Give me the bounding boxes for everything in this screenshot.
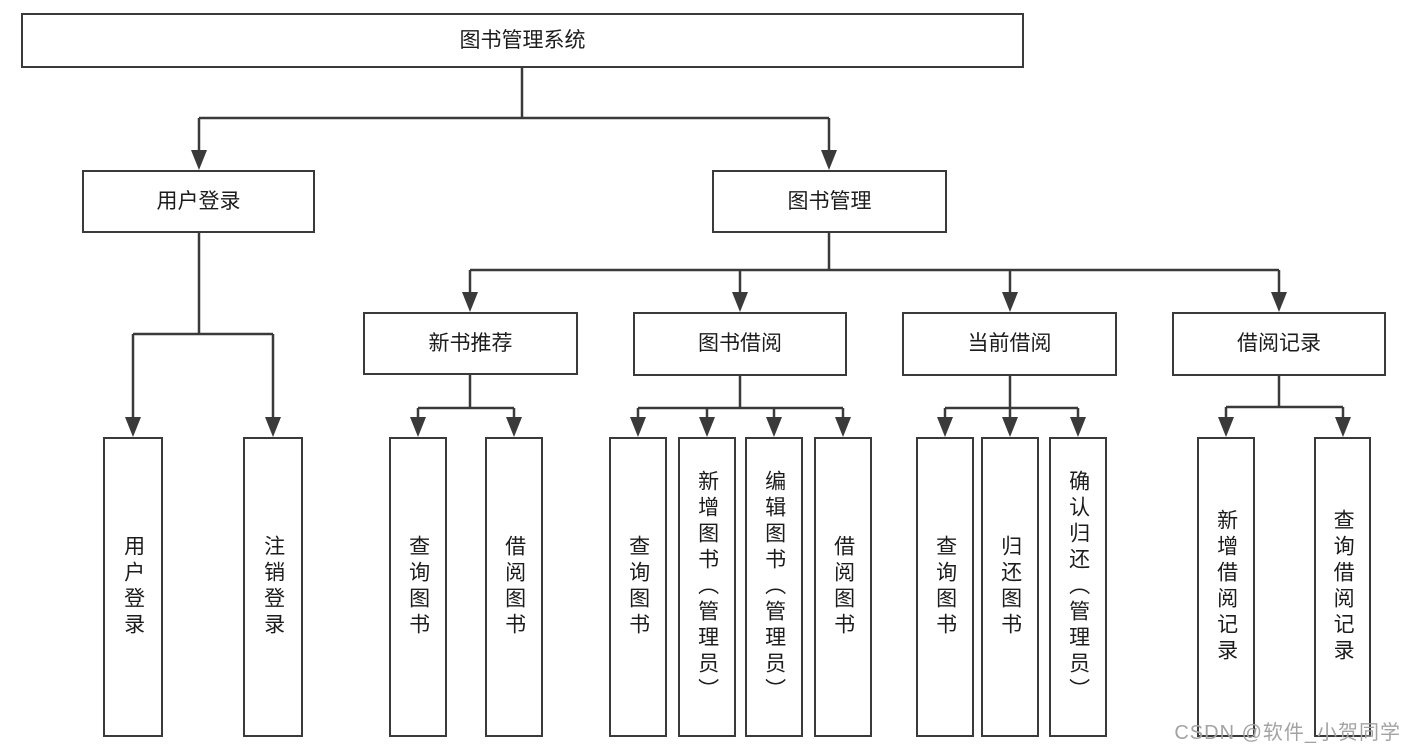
leaf-borrow-books-borrowing-label: 借阅图书 (831, 535, 855, 639)
leaf-user-login: 用户登录 (103, 437, 163, 737)
leaf-logout: 注销登录 (243, 437, 303, 737)
connector-arrowheads (125, 150, 1351, 437)
leaf-query-borrow-record-label: 查询借阅记录 (1331, 509, 1355, 665)
leaf-borrow-books-recommend-label: 借阅图书 (502, 535, 526, 639)
leaf-add-borrow-record: 新增借阅记录 (1197, 437, 1255, 737)
leaf-confirm-return-admin: 确认归还（管理员） (1049, 437, 1107, 737)
node-root: 图书管理系统 (21, 13, 1024, 68)
csdn-watermark: CSDN @软件_小贺同学 (1174, 722, 1401, 744)
leaf-logout-label: 注销登录 (261, 535, 285, 639)
node-new-book-recommend-label: 新书推荐 (428, 331, 513, 355)
leaf-query-borrow-record: 查询借阅记录 (1314, 437, 1371, 737)
node-borrow-records-label: 借阅记录 (1237, 332, 1321, 356)
node-root-label: 图书管理系统 (459, 28, 586, 52)
leaf-return-books-label: 归还图书 (998, 535, 1022, 639)
leaf-query-books-recommend: 查询图书 (389, 437, 447, 737)
node-user-login: 用户登录 (82, 170, 315, 233)
leaf-query-books-recommend-label: 查询图书 (406, 535, 430, 639)
node-user-login-label: 用户登录 (156, 189, 241, 213)
leaf-return-books: 归还图书 (981, 437, 1039, 737)
leaf-user-login-label: 用户登录 (121, 535, 145, 639)
node-book-borrowing: 图书借阅 (633, 312, 847, 376)
leaf-add-book-admin: 新增图书（管理员） (678, 437, 736, 737)
leaf-edit-book-admin: 编辑图书（管理员） (745, 437, 803, 737)
leaf-borrow-books-recommend: 借阅图书 (485, 437, 543, 737)
leaf-add-book-admin-label: 新增图书（管理员） (695, 470, 719, 704)
leaf-query-books-current-label: 查询图书 (933, 535, 957, 639)
leaf-borrow-books-borrowing: 借阅图书 (814, 437, 872, 737)
leaf-confirm-return-admin-label: 确认归还（管理员） (1066, 470, 1090, 704)
leaf-query-books-borrowing: 查询图书 (609, 437, 667, 737)
connector-lines (131, 68, 1345, 420)
node-current-borrowing: 当前借阅 (902, 312, 1117, 376)
leaf-add-borrow-record-label: 新增借阅记录 (1214, 509, 1238, 665)
node-borrow-records: 借阅记录 (1172, 312, 1386, 376)
node-current-borrowing-label: 当前借阅 (967, 332, 1052, 356)
leaf-query-books-current: 查询图书 (916, 437, 974, 737)
leaf-edit-book-admin-label: 编辑图书（管理员） (762, 470, 786, 704)
node-book-management-label: 图书管理 (787, 189, 872, 213)
node-book-management: 图书管理 (712, 170, 947, 233)
node-book-borrowing-label: 图书借阅 (698, 332, 782, 356)
node-new-book-recommend: 新书推荐 (363, 312, 578, 375)
leaf-query-books-borrowing-label: 查询图书 (626, 535, 650, 639)
